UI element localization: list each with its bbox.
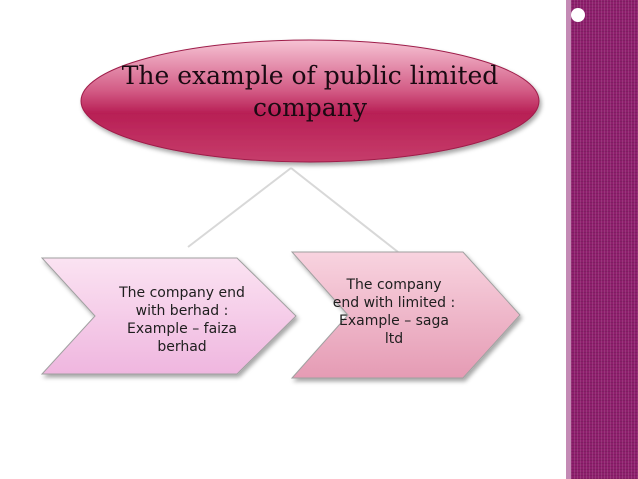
branch-label-right: The company end with limited : Example –… [332,277,456,347]
chevron-right [290,251,521,379]
decorative-dot [571,8,585,22]
chevron-left [40,257,297,375]
title-ellipse [80,39,540,163]
decorative-stripe [571,0,638,479]
branch-label-left: The company end with berhad : Example – … [119,285,245,355]
diagram-title: The example of public limited company [121,61,499,122]
connector-left [187,167,292,248]
connector-lines [187,167,399,253]
connector-right [290,167,399,253]
decorative-stripe-edge [566,0,571,479]
